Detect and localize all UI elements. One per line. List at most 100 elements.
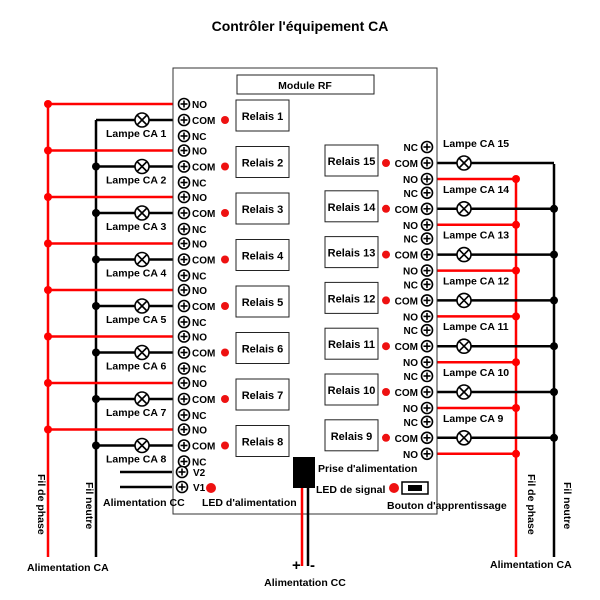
terminal-no-label: NO	[192, 333, 207, 344]
phase-junction-left-5	[44, 286, 52, 294]
neutral-junction-left-4	[92, 255, 100, 264]
relay-label-right-2: Relais 14	[328, 202, 377, 214]
relay-label-left-6: Relais 6	[242, 344, 284, 356]
wiring-layer	[44, 100, 558, 557]
neutral-junction-right-5	[550, 342, 558, 351]
terminal-com-label: COM	[192, 302, 215, 313]
lamp-icon	[134, 205, 150, 221]
relay-box	[324, 144, 379, 177]
terminal-screw	[420, 278, 434, 291]
phase-junction-right-5	[512, 358, 520, 367]
lamp-icon	[456, 292, 472, 309]
phase-junction-right-1	[512, 175, 520, 183]
terminal-screw	[420, 248, 434, 261]
lamp-label-right-4: Lampe CA 12	[443, 275, 509, 287]
lamp-icon-x2	[136, 300, 148, 312]
terminal-no-label: NO	[403, 221, 418, 232]
terminal-com-label: COM	[395, 159, 418, 170]
terminal-screw	[177, 439, 191, 452]
terminal-nc-label: NC	[404, 280, 418, 291]
terminal-screw	[420, 264, 434, 277]
relay-box	[324, 281, 379, 314]
phase-junction-left-3	[44, 193, 52, 201]
neutral-junction-right-4	[550, 296, 558, 305]
terminal-screw	[177, 97, 191, 111]
terminal-nc-label: NC	[192, 458, 206, 469]
neutral-junction-right-2	[550, 204, 558, 213]
lamp-icon	[134, 112, 150, 128]
lamp-icon-x2	[136, 114, 148, 126]
relay-box	[235, 378, 290, 411]
neutral-junction-right-3	[550, 250, 558, 259]
terminal-com-label: COM	[192, 256, 215, 267]
terminal-screw	[177, 206, 191, 220]
terminal-nc-label: NC	[404, 189, 418, 200]
lamp-label-left-5: Lampe CA 5	[106, 314, 166, 326]
lamp-icon	[134, 251, 150, 268]
relay-indicator-led	[221, 395, 229, 403]
relay-indicator-led	[221, 302, 229, 310]
phase-junction-left-6	[44, 332, 52, 341]
terminal-com-label: COM	[395, 296, 418, 307]
lamp-label-left-6: Lampe CA 6	[106, 361, 166, 373]
relay-label-left-1: Relais 1	[242, 111, 284, 123]
terminal-screw	[420, 294, 434, 307]
lamp-icon	[134, 344, 150, 361]
phase-junction-left-7	[44, 379, 52, 387]
lamp-icon	[134, 158, 150, 175]
lamp-label-right-6: Lampe CA 10	[443, 367, 509, 379]
terminal-screw	[420, 431, 434, 445]
terminal-screw	[420, 310, 434, 323]
relay-indicator-led	[221, 348, 229, 357]
lamp-label-right-3: Lampe CA 13	[443, 230, 509, 242]
terminal-screw	[420, 339, 434, 353]
relay-indicator-led	[221, 209, 229, 217]
neutral-junction-left-3	[92, 209, 100, 217]
lamp-icon	[134, 437, 150, 454]
relay-label-left-7: Relais 7	[242, 390, 284, 402]
terminal-com-label: COM	[192, 116, 215, 127]
lamp-icon-x2	[136, 346, 148, 359]
lamp-icon-x2	[136, 160, 148, 173]
lamp-label-left-2: Lampe CA 2	[106, 175, 166, 187]
terminal-com-label: COM	[395, 388, 418, 399]
neutral-wire-right-label: Fil neutre	[561, 482, 573, 529]
relay-label-left-8: Relais 8	[242, 437, 284, 449]
terminal-no-label: NO	[403, 358, 418, 369]
rf-module-board	[172, 67, 438, 515]
terminal-screw	[420, 385, 434, 399]
neutral-wire-left-label: Fil neutre	[83, 482, 95, 529]
phase-junction-left-1	[44, 100, 52, 108]
terminal-screw	[177, 346, 191, 359]
signal-led	[389, 483, 399, 493]
neutral-junction-right-7	[550, 433, 558, 442]
lamp-icon-x2	[136, 439, 148, 452]
minus-sign: -	[310, 557, 315, 574]
terminal-nc-label: NC	[192, 179, 206, 190]
terminal-screw	[177, 160, 191, 173]
relay-label-right-1: Relais 15	[328, 156, 376, 168]
neutral-junction-left-6	[92, 348, 100, 357]
terminal-nc-label: NC	[192, 411, 206, 422]
lamp-icon-x2	[458, 203, 470, 215]
learn-button[interactable]	[401, 481, 429, 495]
lamp-icon-x2	[136, 207, 148, 219]
terminal-nc-label: NC	[404, 143, 418, 154]
lamp-label-right-2: Lampe CA 14	[443, 184, 509, 196]
relay-indicator-led	[382, 388, 390, 396]
phase-junction-right-6	[512, 404, 520, 412]
lamp-label-left-3: Lampe CA 3	[106, 221, 166, 233]
terminal-com-label: COM	[192, 442, 215, 453]
terminal-nc-label: NC	[192, 132, 206, 143]
phase-junction-right-4	[512, 312, 520, 321]
relay-box	[324, 327, 379, 360]
terminal-no-label: NO	[403, 404, 418, 415]
lamp-icon	[134, 391, 150, 407]
terminal-screw	[177, 144, 191, 157]
terminal-screw	[177, 315, 191, 329]
terminal-screw	[420, 218, 434, 232]
lamp-icon	[134, 298, 150, 314]
terminal-no-label: NO	[192, 426, 207, 437]
neutral-junction-left-7	[92, 395, 100, 403]
terminal-screw	[420, 323, 434, 337]
